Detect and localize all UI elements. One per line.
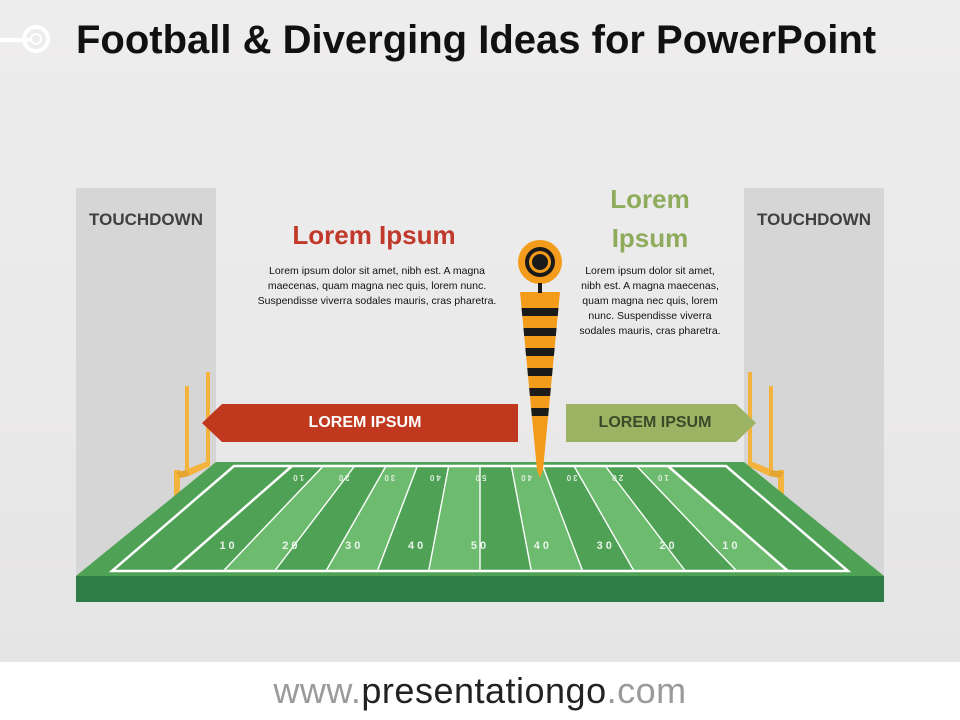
yard-number: 40	[519, 473, 532, 482]
yard-line	[510, 465, 533, 572]
marker-band	[521, 308, 559, 316]
yard-number: 50	[471, 540, 489, 552]
yard-number: 20	[282, 540, 300, 552]
field-stripe	[636, 466, 788, 571]
yard-line	[427, 465, 450, 572]
marker-band	[531, 408, 549, 416]
down-marker-icon	[518, 240, 562, 478]
yard-number: 10	[291, 473, 304, 482]
near-yard-numbers: 10 20 30 40 50 40 30 20 10	[219, 540, 740, 552]
field-stripe	[511, 466, 583, 571]
yard-number: 20	[337, 473, 350, 482]
football-field-graphic: 10 20 30 40 50 40 30 20 10 10 20 30 40 50 40 30 20 10	[76, 240, 884, 602]
yard-number: 40	[428, 473, 441, 482]
slide-pin-line	[0, 38, 30, 42]
left-arrow-banner: LOREM IPSUM	[202, 404, 518, 442]
left-heading: Lorem Ipsum	[292, 220, 456, 250]
yard-number: 30	[597, 540, 615, 552]
yard-number: 30	[345, 540, 363, 552]
slide-pin-icon	[22, 25, 50, 53]
yard-line	[274, 465, 356, 572]
yard-line	[542, 465, 584, 572]
field-stripe	[428, 466, 480, 571]
yard-line	[222, 465, 324, 572]
yard-number: 10	[656, 473, 669, 482]
right-arrow-label: LOREM IPSUM	[598, 414, 712, 431]
footer-url-suffix: .com	[606, 670, 687, 711]
yard-number: 40	[408, 540, 426, 552]
field-stripe	[574, 466, 686, 571]
yard-line	[667, 465, 789, 572]
field-stripes	[223, 466, 788, 571]
yard-line	[573, 465, 635, 572]
left-body-text: Lorem ipsum dolor sit amet, nibh est. A …	[257, 265, 497, 307]
yard-number: 10	[722, 540, 740, 552]
field-side	[76, 576, 884, 602]
far-yard-numbers: 10 20 30 40 50 40 30 20 10	[291, 473, 669, 482]
yard-number: 40	[534, 540, 552, 552]
yard-number: 20	[659, 540, 677, 552]
right-body-text: Lorem ipsum dolor sit amet, nibh est. A …	[579, 265, 721, 337]
yard-number: 10	[219, 540, 237, 552]
marker-band	[527, 368, 553, 376]
yard-lines	[171, 465, 789, 572]
field-boundary	[108, 464, 852, 573]
marker-band	[529, 388, 551, 396]
footer-url[interactable]: www.presentationgo.com	[0, 662, 960, 720]
footer-url-prefix: www.	[273, 670, 362, 711]
endzone-right-label: TOUCHDOWN	[757, 210, 871, 229]
field-stripe	[326, 466, 418, 571]
yard-line	[376, 465, 418, 572]
endzone-left-label: TOUCHDOWN	[89, 210, 203, 229]
yard-line	[325, 465, 387, 572]
marker-band	[525, 348, 555, 356]
yard-number: 20	[610, 473, 623, 482]
marker-band	[523, 328, 557, 336]
yard-line	[636, 465, 738, 572]
yard-number: 30	[382, 473, 395, 482]
field-stripe	[223, 466, 355, 571]
right-arrow-banner: LOREM IPSUM	[566, 404, 756, 442]
yard-number: 50	[474, 473, 487, 482]
yard-line	[171, 465, 293, 572]
left-arrow-label: LOREM IPSUM	[308, 414, 422, 431]
yard-number: 30	[565, 473, 578, 482]
footer-url-brand: presentationgo	[361, 670, 607, 711]
page-title: Football & Diverging Ideas for PowerPoin…	[76, 18, 877, 62]
right-heading: Lorem Ipsum	[610, 184, 690, 253]
yard-line	[604, 465, 686, 572]
